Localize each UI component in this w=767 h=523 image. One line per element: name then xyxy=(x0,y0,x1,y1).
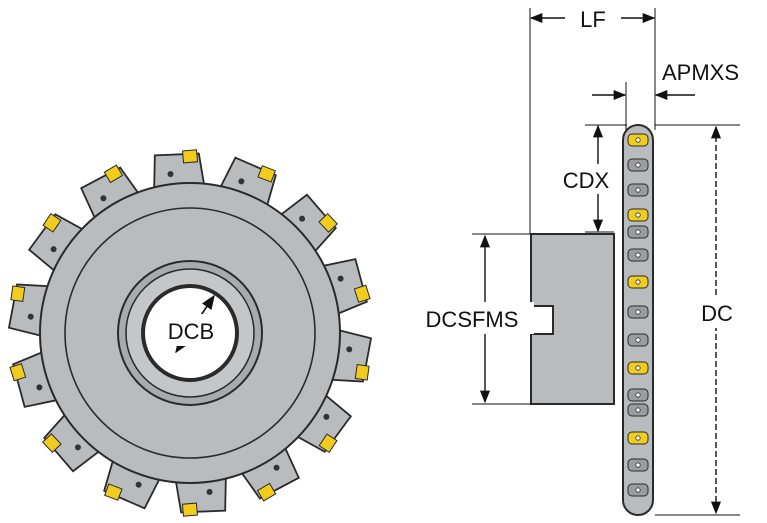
side-insert-screw xyxy=(635,137,641,143)
side-insert-screw xyxy=(635,435,641,441)
tooth-insert xyxy=(103,164,124,184)
cdx-label: CDX xyxy=(563,168,610,193)
side-inserts xyxy=(627,133,649,497)
insert-screw xyxy=(323,413,330,420)
side-insert-screw xyxy=(635,407,641,413)
side-insert-screw xyxy=(635,337,641,343)
insert-screw xyxy=(27,313,34,320)
tooth-insert xyxy=(10,285,26,302)
side-insert-screw xyxy=(635,309,641,315)
insert-screw xyxy=(167,171,174,178)
cutter-side-view: LF APMXS CDX DCSFMS DC xyxy=(410,4,742,516)
tooth-insert xyxy=(353,284,371,303)
tooth-insert xyxy=(318,212,339,233)
insert-screw xyxy=(50,246,57,253)
insert-screw xyxy=(74,444,81,451)
side-insert-screw xyxy=(635,392,641,398)
dc-label: DC xyxy=(701,301,733,326)
side-insert-screw xyxy=(635,252,641,258)
side-insert-screw xyxy=(635,487,641,493)
dcb-label: DCB xyxy=(168,319,214,344)
cutter-face-ring xyxy=(64,207,316,459)
insert-screw xyxy=(135,481,142,488)
tooth-insert xyxy=(103,483,123,501)
cutter-tooth xyxy=(27,212,89,276)
side-insert-screw xyxy=(635,229,641,235)
hub-body-side xyxy=(530,233,615,405)
insert-screw xyxy=(337,275,344,282)
tooth-insert xyxy=(42,212,62,233)
dcsfms-label: DCSFMS xyxy=(426,307,519,332)
insert-screw xyxy=(100,195,107,202)
cutter-disc-side xyxy=(622,124,654,516)
cutter-tooth xyxy=(275,193,339,257)
tooth-insert xyxy=(354,364,370,381)
tooth-insert xyxy=(257,165,277,183)
insert-screw xyxy=(238,178,245,185)
side-insert-screw xyxy=(635,162,641,168)
insert-screw xyxy=(36,384,43,391)
tooth-insert xyxy=(256,482,277,502)
side-insert-screw xyxy=(635,187,641,193)
insert-screw xyxy=(299,215,306,222)
tooth-insert xyxy=(9,363,27,382)
cutter-front-view: DCB xyxy=(7,149,373,517)
tooth-insert xyxy=(181,502,198,517)
side-insert-screw xyxy=(635,462,641,468)
side-insert-screw xyxy=(635,365,641,371)
tooth-insert xyxy=(318,433,338,454)
side-insert-screw xyxy=(635,212,641,218)
insert-screw xyxy=(206,488,213,495)
side-insert-screw xyxy=(635,279,641,285)
insert-screw xyxy=(346,346,353,353)
tooth-insert xyxy=(41,433,62,454)
lf-label: LF xyxy=(580,7,606,32)
apmxs-label: APMXS xyxy=(662,60,739,85)
insert-screw xyxy=(273,464,280,471)
tooth-insert xyxy=(182,149,199,164)
